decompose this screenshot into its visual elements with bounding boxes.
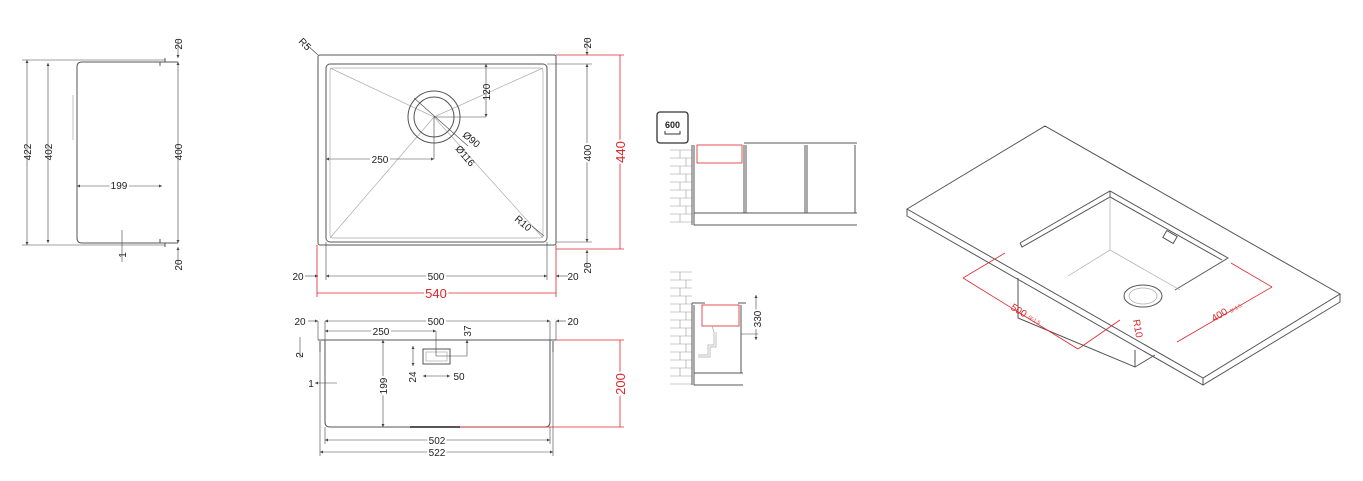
label-r5: R5 — [296, 36, 313, 53]
label-20-bottom: 20 — [583, 262, 594, 274]
label-24: 24 — [408, 371, 419, 383]
label-500: 500 — [428, 272, 445, 283]
sink-elevation — [696, 144, 743, 164]
label-199: 199 — [111, 181, 128, 192]
label-250: 250 — [372, 155, 389, 166]
overflow-inner — [425, 351, 448, 362]
cabinets-elevation — [691, 142, 857, 226]
label-500: 500 — [1008, 302, 1028, 320]
brick-wall-1 — [670, 149, 692, 223]
label-422: 422 — [23, 143, 34, 160]
label-400-tolerance: 0/-1.5 — [1229, 303, 1243, 315]
sink-body-under — [1017, 278, 1156, 368]
label-250: 250 — [373, 327, 390, 338]
isometric-view: 500 0/-1.5 400 0/-1.5 R10 — [906, 125, 1341, 386]
front-view: 20 20 500 250 37 2 1 199 24 50 200 502 5… — [294, 315, 630, 461]
sink-cutout — [1019, 190, 1229, 291]
label-502: 502 — [429, 436, 446, 447]
top-view: R5 R10 120 250 Ø90 Ø116 400 440 20 20 20… — [292, 36, 630, 303]
brick-wall-2 — [670, 271, 692, 385]
iso-dims — [962, 252, 1273, 350]
cabinet-size-label: 600 — [665, 120, 680, 130]
bowl-slope-lines — [329, 67, 544, 239]
label-20-right: 20 — [567, 317, 579, 328]
label-400: 400 — [174, 143, 185, 160]
sink-section — [701, 304, 740, 327]
label-199: 199 — [379, 377, 390, 394]
front-profile — [318, 339, 556, 428]
top-bowl — [325, 63, 548, 243]
label-330: 330 — [753, 310, 764, 327]
countertop — [906, 125, 1341, 386]
drain-pipe — [698, 325, 717, 358]
label-402: 402 — [44, 143, 55, 160]
label-1: 1 — [118, 252, 129, 258]
label-2: 2 — [295, 352, 306, 358]
label-120: 120 — [482, 83, 493, 100]
label-540: 540 — [425, 286, 447, 301]
label-20-right: 20 — [567, 272, 579, 283]
label-400: 400 — [1210, 306, 1230, 324]
label-20-bottom: 20 — [174, 259, 185, 271]
label-400: 400 — [583, 144, 594, 161]
label-522: 522 — [429, 448, 446, 459]
side-view: 422 402 400 199 20 20 1 — [22, 38, 185, 271]
installation-diagrams: 600 330 — [656, 111, 857, 386]
overflow-iso — [1162, 229, 1178, 245]
cabinet-size-icon: 600 — [656, 111, 689, 144]
label-500-tolerance: 0/-1.5 — [1027, 315, 1041, 327]
label-200: 200 — [613, 373, 628, 395]
label-50: 50 — [453, 372, 465, 383]
overflow-outer — [422, 348, 451, 365]
label-20-left: 20 — [294, 317, 306, 328]
label-440: 440 — [613, 141, 628, 163]
sink-bowl-inner — [1067, 197, 1181, 291]
label-20-left: 20 — [292, 272, 304, 283]
label-20-top: 20 — [583, 37, 594, 49]
label-500: 500 — [428, 317, 445, 328]
drain-iso — [1123, 284, 1163, 308]
cabinet-section — [691, 302, 746, 386]
label-37: 37 — [463, 325, 474, 337]
side-flange — [159, 58, 178, 247]
top-outer-flange — [317, 54, 557, 246]
label-r10: R10 — [512, 214, 533, 235]
label-1: 1 — [308, 379, 314, 390]
label-20-top: 20 — [174, 38, 185, 50]
side-profile — [76, 61, 165, 244]
label-r10: R10 — [1130, 319, 1144, 339]
